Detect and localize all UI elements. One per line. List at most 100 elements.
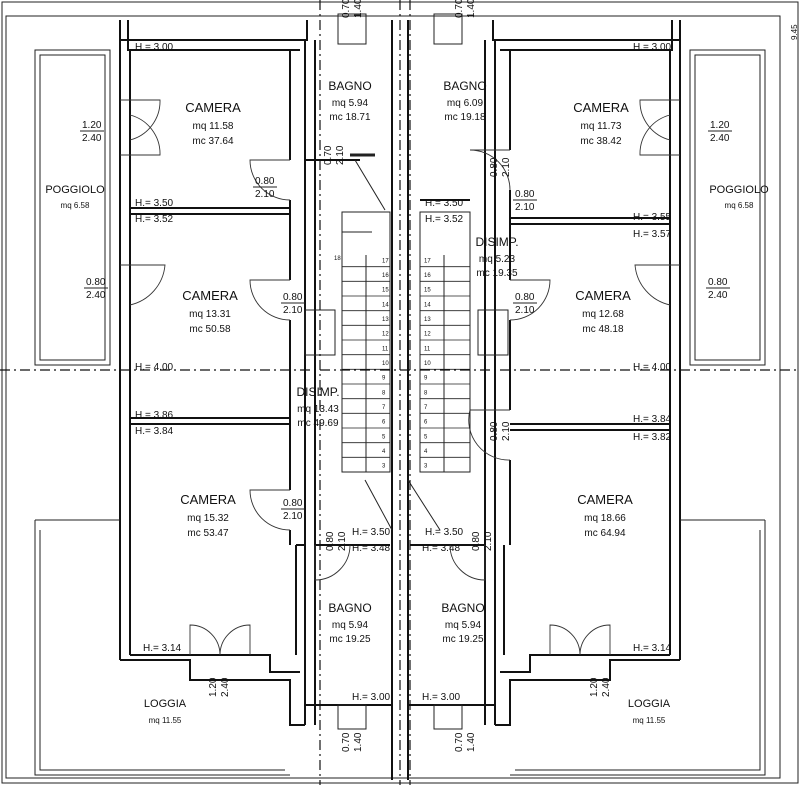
room-area: mq 5.94 [332, 620, 369, 631]
height-label: H.= 3.84 [633, 414, 672, 425]
opening-height: 2.40 [708, 290, 728, 301]
room-name: BAGNO [328, 601, 371, 615]
room-area: mq 11.55 [633, 716, 666, 725]
height-label: H.= 3.48 [352, 543, 391, 554]
room-area: mq 13.43 [297, 404, 339, 415]
room-name: CAMERA [180, 492, 236, 507]
opening-width: 0.80 [489, 421, 500, 441]
room-name: DISIMP. [475, 235, 518, 249]
stair-step-left-number: 4 [382, 449, 386, 455]
room-area: mq 5.94 [332, 98, 369, 109]
height-label: H.= 3.50 [352, 527, 391, 538]
opening-height: 1.40 [466, 0, 477, 18]
stair-step-left-number: 15 [382, 288, 389, 294]
height-label: H.= 3.84 [135, 426, 174, 437]
room-name: CAMERA [575, 288, 631, 303]
opening-width: 1.20 [208, 677, 219, 697]
room-name: BAGNO [443, 79, 486, 93]
room-volume: mc 18.71 [329, 112, 371, 123]
opening-width: 0.70 [323, 145, 334, 165]
opening-height: 2.10 [255, 189, 275, 200]
opening-width: 0.70 [454, 732, 465, 752]
room-name: LOGGIA [144, 698, 187, 710]
height-label: H.= 3.50 [425, 198, 464, 209]
opening-width: 0.80 [283, 292, 303, 303]
margin-mark: 9.45 [790, 24, 799, 40]
room-area: mq 11.73 [581, 121, 622, 132]
opening-width: 0.80 [283, 498, 303, 509]
room-area: mq 13.31 [189, 309, 231, 320]
stair-step-right-number: 3 [424, 464, 428, 470]
room-volume: mc 37.64 [192, 136, 234, 147]
room-volume: mc 19.25 [442, 634, 484, 645]
opening-height: 2.10 [283, 305, 303, 316]
opening-width: 0.70 [341, 0, 352, 18]
stair-step-right-number: 14 [424, 302, 431, 308]
height-label: H.= 3.52 [425, 214, 464, 225]
opening-width: 1.20 [589, 677, 600, 697]
room-volume: mc 19.25 [329, 634, 371, 645]
stair-step-left-number: 6 [382, 420, 386, 426]
opening-height: 2.40 [601, 677, 612, 697]
height-label: H.= 3.50 [425, 527, 464, 538]
height-label: H.= 4.00 [135, 362, 174, 373]
opening-height: 2.40 [710, 133, 730, 144]
height-label: H.= 3.00 [422, 692, 461, 703]
room-volume: mc 19.18 [444, 112, 486, 123]
height-labels: H.= 3.00 H.= 3.00 H.= 3.00 H.= 3.00 H.= … [135, 42, 672, 703]
stair-step-left-number: 7 [382, 405, 386, 411]
opening-width: 0.80 [489, 157, 500, 177]
opening-width: 0.80 [325, 531, 336, 551]
room-volume: mc 50.58 [189, 324, 231, 335]
height-label: H.= 3.57 [633, 229, 672, 240]
interior-walls [130, 50, 670, 655]
stair-step-right-number: 5 [424, 434, 428, 440]
height-label: H.= 4.00 [633, 362, 672, 373]
room-name: CAMERA [577, 492, 633, 507]
stair-step-left-number: 18 [334, 256, 341, 262]
room-area: mq 5.94 [445, 620, 482, 631]
opening-height: 2.40 [82, 133, 102, 144]
room-name: POGGIOLO [45, 184, 105, 196]
balconies [34, 49, 766, 776]
opening-width: 0.80 [471, 531, 482, 551]
windows [337, 13, 463, 730]
room-volume: mc 48.18 [582, 324, 624, 335]
stairs-left [341, 211, 391, 473]
stair-step-left-number: 8 [382, 390, 386, 396]
opening-height: 1.40 [353, 0, 364, 18]
rotated-dimensions: 0.70 1.40 0.70 1.40 0.70 2.10 0.80 2.10 … [208, 0, 799, 752]
stair-step-right-number: 15 [424, 288, 431, 294]
stair-step-left-number: 12 [382, 332, 389, 338]
opening-width: 0.70 [454, 0, 465, 18]
stair-step-right-number: 4 [424, 449, 428, 455]
room-name: CAMERA [573, 100, 629, 115]
stair-step-right-number: 12 [424, 332, 431, 338]
room-area: mq 11.55 [149, 716, 182, 725]
stair-step-left-number: 16 [382, 273, 389, 279]
height-label: H.= 3.14 [143, 643, 182, 654]
room-area: mq 6.09 [447, 98, 484, 109]
room-area: mq 6.58 [61, 201, 90, 210]
height-label: H.= 3.52 [135, 214, 174, 225]
opening-width: 0.80 [255, 176, 275, 187]
opening-height: 2.10 [335, 145, 346, 165]
stair-step-left-number: 9 [382, 376, 386, 382]
height-label: H.= 3.86 [135, 410, 174, 421]
stair-step-left-number: 17 [382, 258, 389, 264]
height-label: H.= 3.00 [633, 42, 672, 53]
room-area: mq 15.32 [187, 513, 229, 524]
stair-step-left-number: 3 [382, 464, 386, 470]
opening-height: 2.10 [337, 531, 348, 551]
room-area: mq 12.68 [582, 309, 624, 320]
room-name: BAGNO [328, 79, 371, 93]
room-area: mq 18.66 [584, 513, 626, 524]
opening-width: 0.80 [515, 189, 535, 200]
stair-step-left-number: 5 [382, 434, 386, 440]
room-volume: mc 49.69 [297, 418, 339, 429]
opening-height: 1.40 [353, 732, 364, 752]
opening-height: 2.10 [515, 202, 535, 213]
doors [120, 99, 680, 656]
